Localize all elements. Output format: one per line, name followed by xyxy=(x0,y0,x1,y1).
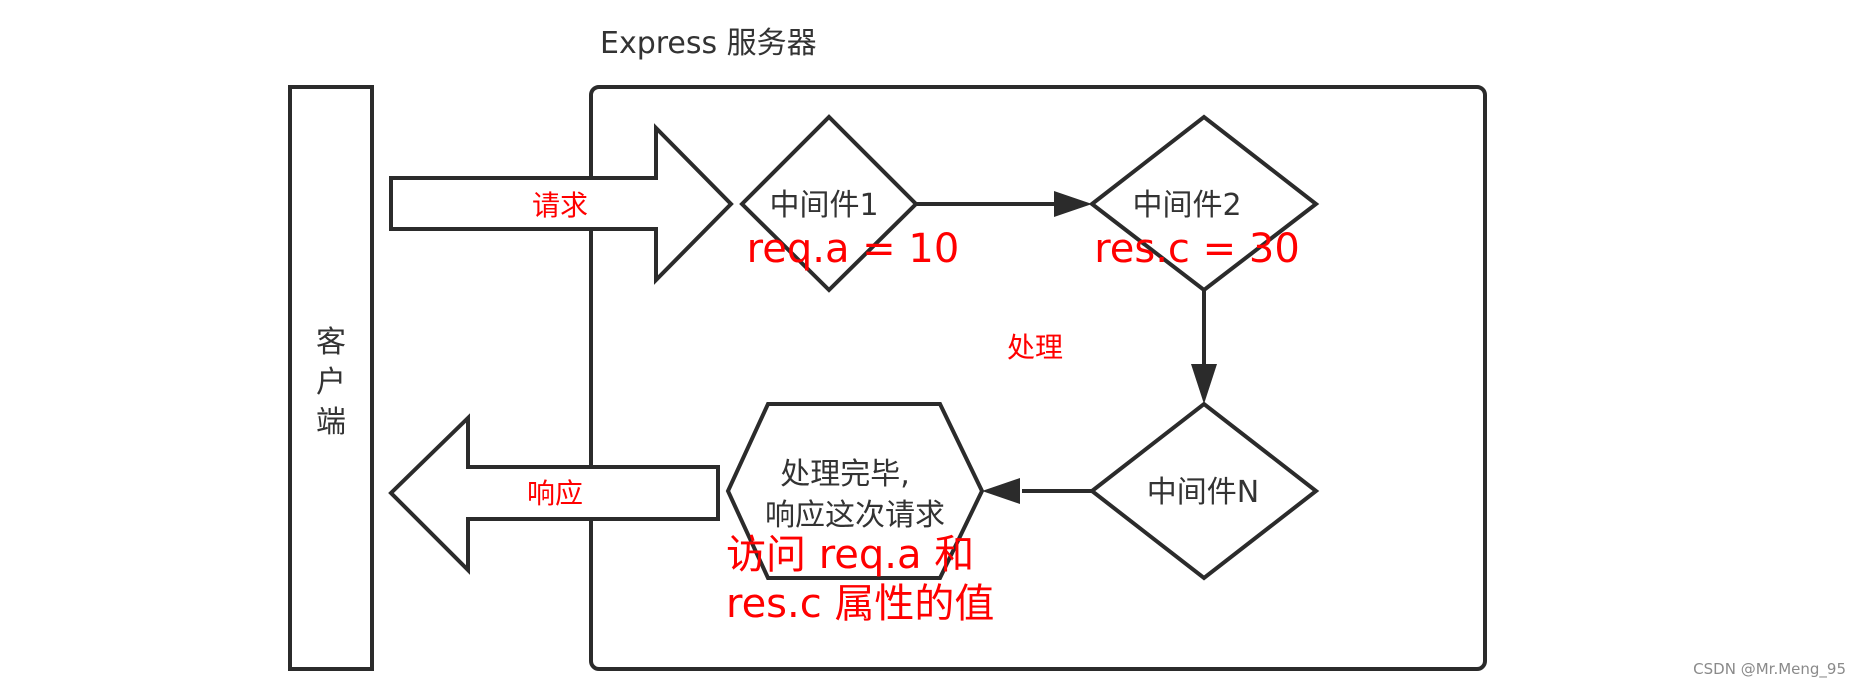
middleware-1-note: req.a = 10 xyxy=(747,226,960,272)
processing-done-label-line-2: 响应这次请求 xyxy=(765,498,945,533)
response-label: 响应 xyxy=(527,477,583,510)
edge-mwn-to-done-head xyxy=(982,478,1020,504)
edge-mw2-to-mwn-head xyxy=(1191,364,1217,404)
middleware-2-node xyxy=(1088,114,1320,293)
processing-done-node xyxy=(725,402,985,580)
middleware-2-label: 中间件2 xyxy=(1132,188,1241,223)
edge-mw1-to-mw2-head xyxy=(1054,191,1092,217)
middleware-2-note: res.c = 30 xyxy=(1094,226,1300,272)
footer-watermark: CSDN @Mr.Meng_95 xyxy=(1693,660,1846,679)
client-label-line-1: 客 xyxy=(316,325,346,360)
middleware-1-label: 中间件1 xyxy=(769,188,878,223)
processing-done-note-line-2: res.c 属性的值 xyxy=(726,581,994,627)
processing-done-note-line-1: 访问 req.a 和 xyxy=(726,532,974,578)
client-label-line-3: 端 xyxy=(316,405,346,440)
client-label-line-2: 户 xyxy=(316,365,346,400)
middleware-n-node xyxy=(1088,401,1320,581)
response-arrow xyxy=(388,413,720,575)
diagram-title: Express 服务器 xyxy=(600,26,817,61)
processing-done-label-line-1: 处理完毕, xyxy=(780,457,910,492)
middleware-n-label: 中间件N xyxy=(1147,475,1259,510)
client-box xyxy=(288,85,374,671)
request-label: 请求 xyxy=(532,189,588,222)
process-label: 处理 xyxy=(1007,331,1063,364)
request-arrow xyxy=(389,123,734,285)
